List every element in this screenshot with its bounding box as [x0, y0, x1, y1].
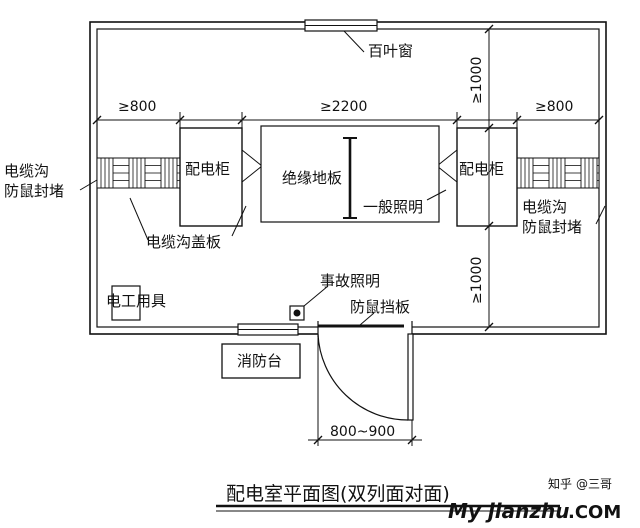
dim-left-clearance: ≥800	[118, 99, 156, 115]
cable-trenches	[96, 157, 600, 189]
door	[317, 321, 414, 421]
fire-platform-label: 消防台	[237, 352, 282, 370]
watermark-handle: @三哥	[576, 477, 612, 491]
cable-trench-cover-label: 电缆沟盖板	[146, 233, 221, 251]
cabinet-right	[436, 127, 518, 227]
louver-window-label: 百叶窗	[368, 42, 413, 60]
vertical-dimension	[482, 24, 496, 332]
door-width-dimension	[308, 337, 422, 446]
cable-trench-right-label-1: 电缆沟	[522, 198, 567, 216]
watermark-zh-logo: 知乎	[548, 477, 572, 491]
insulation-mat-label: 绝缘地板	[282, 169, 342, 187]
general-lighting-label: 一般照明	[363, 198, 423, 216]
cable-trench-left-label-2: 防鼠封堵	[4, 182, 64, 200]
dim-top-clearance: ≥1000	[469, 57, 485, 104]
cable-trench-right	[516, 157, 600, 189]
dim-door-width: 800~900	[330, 424, 395, 440]
cabinet-right-label: 配电柜	[459, 160, 504, 178]
rodent-board-label: 防鼠挡板	[350, 298, 410, 316]
fire-platform-box	[221, 343, 301, 379]
electrician-tools-label: 电工用具	[106, 292, 166, 310]
watermark: My jianzhu .COM 知乎 @三哥	[448, 477, 621, 523]
watermark-suffix: .COM	[568, 502, 621, 523]
electrician-tools-box	[111, 285, 141, 321]
cabinet-left-label: 配电柜	[185, 160, 230, 178]
cabinet-left	[179, 127, 263, 227]
horizontal-dimension	[92, 112, 604, 128]
dim-right-clearance: ≥800	[535, 99, 573, 115]
louver-window	[304, 19, 378, 53]
cable-trench-left	[96, 157, 181, 189]
cable-trench-right-label-2: 防鼠封堵	[522, 218, 582, 236]
bottom-window	[237, 323, 299, 336]
dim-aisle-width: ≥2200	[320, 99, 367, 115]
diagram-title: 配电室平面图(双列面对面)	[226, 483, 450, 505]
cable-trench-left-label-1: 电缆沟	[4, 162, 49, 180]
general-lighting-icon	[343, 137, 357, 219]
dim-bottom-clearance: ≥1000	[469, 257, 485, 304]
emergency-light-icon	[289, 285, 329, 321]
watermark-text: My jianzhu	[448, 499, 569, 523]
emergency-lighting-label: 事故照明	[320, 272, 380, 290]
